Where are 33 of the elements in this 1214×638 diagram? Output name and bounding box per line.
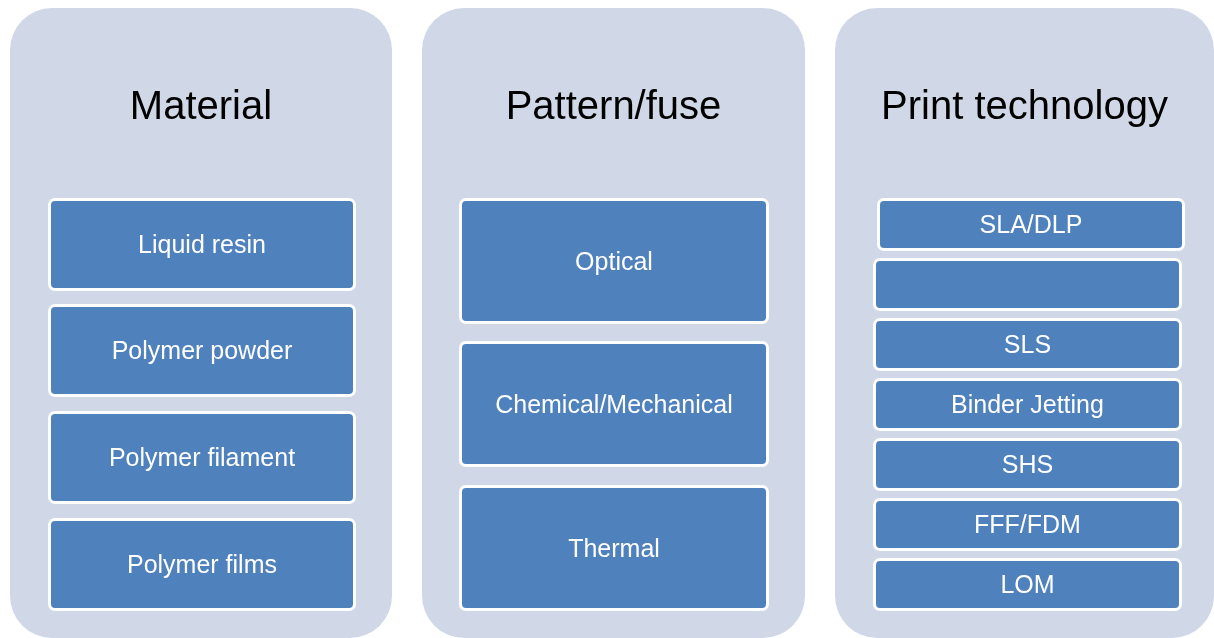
category-box <box>873 558 1182 611</box>
box-label: SHS <box>1001 450 1054 479</box>
column-panel <box>422 8 805 638</box>
category-box <box>48 198 356 291</box>
box-label: Liquid resin <box>138 230 266 259</box>
box-label: Polymer powder <box>111 336 293 365</box>
column-heading: Material <box>128 83 274 128</box>
box-label: Thermal <box>568 533 660 563</box>
column-panel <box>10 8 392 638</box>
box-label: SLA/DLP <box>979 210 1083 239</box>
category-box <box>48 518 356 611</box>
box-label: Chemical/Mechanical <box>495 389 733 419</box>
box-label: Polymer filament <box>108 443 296 472</box>
category-box <box>873 318 1182 371</box>
category-box <box>873 438 1182 491</box>
category-box <box>48 304 356 397</box>
column-heading: Pattern/fuse <box>504 83 723 128</box>
column-heading: Print technology <box>880 83 1169 128</box>
column-panel <box>835 8 1214 638</box>
category-box <box>459 485 769 611</box>
box-label: Polymer films <box>127 550 277 579</box>
box-label: SLS <box>1003 330 1052 359</box>
category-box <box>873 258 1182 311</box>
box-label: Binder Jetting <box>951 390 1104 419</box>
category-box <box>459 198 769 324</box>
category-box <box>873 378 1182 431</box>
category-box <box>877 198 1185 251</box>
box-label: FFF/FDM <box>974 510 1081 539</box>
box-label: LOM <box>1000 570 1055 599</box>
box-label: Optical <box>575 246 653 276</box>
category-box <box>459 341 769 467</box>
category-box <box>48 411 356 504</box>
category-box <box>873 498 1182 551</box>
